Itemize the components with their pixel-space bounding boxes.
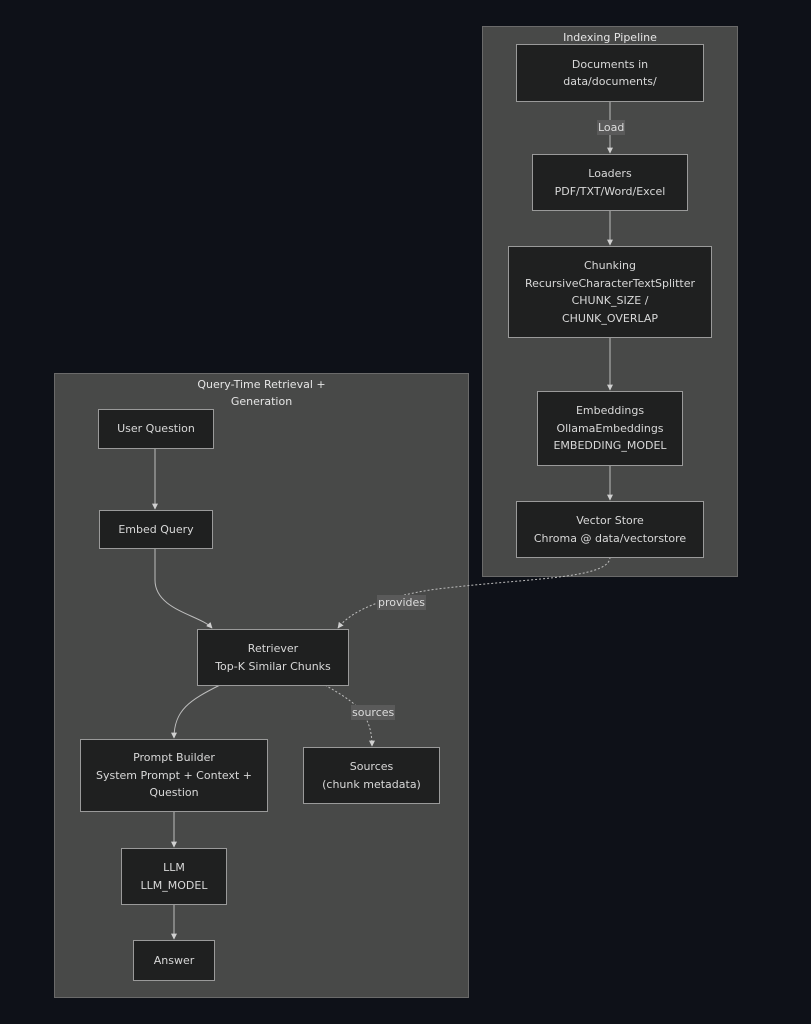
- node-label: LLM: [163, 861, 185, 874]
- node-vector-store: Vector Store Chroma @ data/vectorstore: [516, 501, 704, 558]
- node-label: CHUNK_OVERLAP: [561, 311, 659, 325]
- node-label: LLM_MODEL: [140, 878, 208, 892]
- node-label: Prompt Builder: [133, 751, 215, 765]
- node-chunking: Chunking RecursiveCharacterTextSplitter …: [508, 246, 712, 338]
- node-label: EMBEDDING_MODEL: [553, 439, 667, 453]
- node-label: data/documents/: [563, 75, 657, 88]
- node-label: Vector Store: [576, 514, 644, 527]
- node-label: RecursiveCharacterTextSplitter: [524, 276, 696, 290]
- node-label: Question: [149, 786, 199, 800]
- cluster-title-line: Query-Time Retrieval +: [197, 378, 326, 391]
- node-label: Documents in: [571, 57, 649, 71]
- edge-embedquery-retriever: [154, 548, 213, 629]
- node-label: (chunk metadata): [322, 777, 421, 791]
- cluster-title: Indexing Pipeline: [563, 31, 657, 44]
- node-label: Chunking: [584, 259, 636, 272]
- node-label: System Prompt + Context +: [96, 768, 252, 782]
- edge-label-load: Load: [597, 120, 626, 135]
- node-label: Embed Query: [118, 522, 194, 536]
- node-label: Chroma @ data/vectorstore: [533, 531, 687, 545]
- node-user-question: User Question: [98, 409, 214, 449]
- node-llm: LLM LLM_MODEL: [121, 848, 227, 905]
- node-label: PDF/TXT/Word/Excel: [554, 184, 666, 198]
- node-embeddings: Embeddings OllamaEmbeddings EMBEDDING_MO…: [537, 391, 683, 466]
- cluster-title: Query-Time Retrieval + Generation: [55, 376, 468, 410]
- node-label: Loaders: [588, 167, 632, 180]
- node-sources: Sources (chunk metadata): [303, 747, 440, 804]
- node-label: OllamaEmbeddings: [556, 421, 664, 435]
- node-loaders: Loaders PDF/TXT/Word/Excel: [532, 154, 688, 211]
- node-label: CHUNK_SIZE /: [571, 294, 649, 307]
- node-label: Retriever: [247, 642, 299, 655]
- node-answer: Answer: [133, 940, 215, 981]
- node-label: User Question: [117, 422, 195, 436]
- edge-label-provides: provides: [377, 595, 427, 610]
- node-prompt-builder: Prompt Builder System Prompt + Context +…: [80, 739, 268, 812]
- node-label: Embeddings: [575, 404, 645, 418]
- node-embed-query: Embed Query: [99, 510, 213, 549]
- node-label: Answer: [153, 953, 195, 967]
- edge-retriever-promptbuilder: [171, 684, 221, 739]
- edge-vectorstore-retriever: [337, 556, 611, 629]
- node-label: Sources: [349, 760, 394, 773]
- node-documents: Documents in data/documents/: [516, 44, 704, 102]
- node-retriever: Retriever Top-K Similar Chunks: [197, 629, 349, 686]
- cluster-title-line: Generation: [230, 395, 293, 408]
- edge-label-sources: sources: [351, 705, 396, 720]
- node-label: Top-K Similar Chunks: [215, 659, 331, 673]
